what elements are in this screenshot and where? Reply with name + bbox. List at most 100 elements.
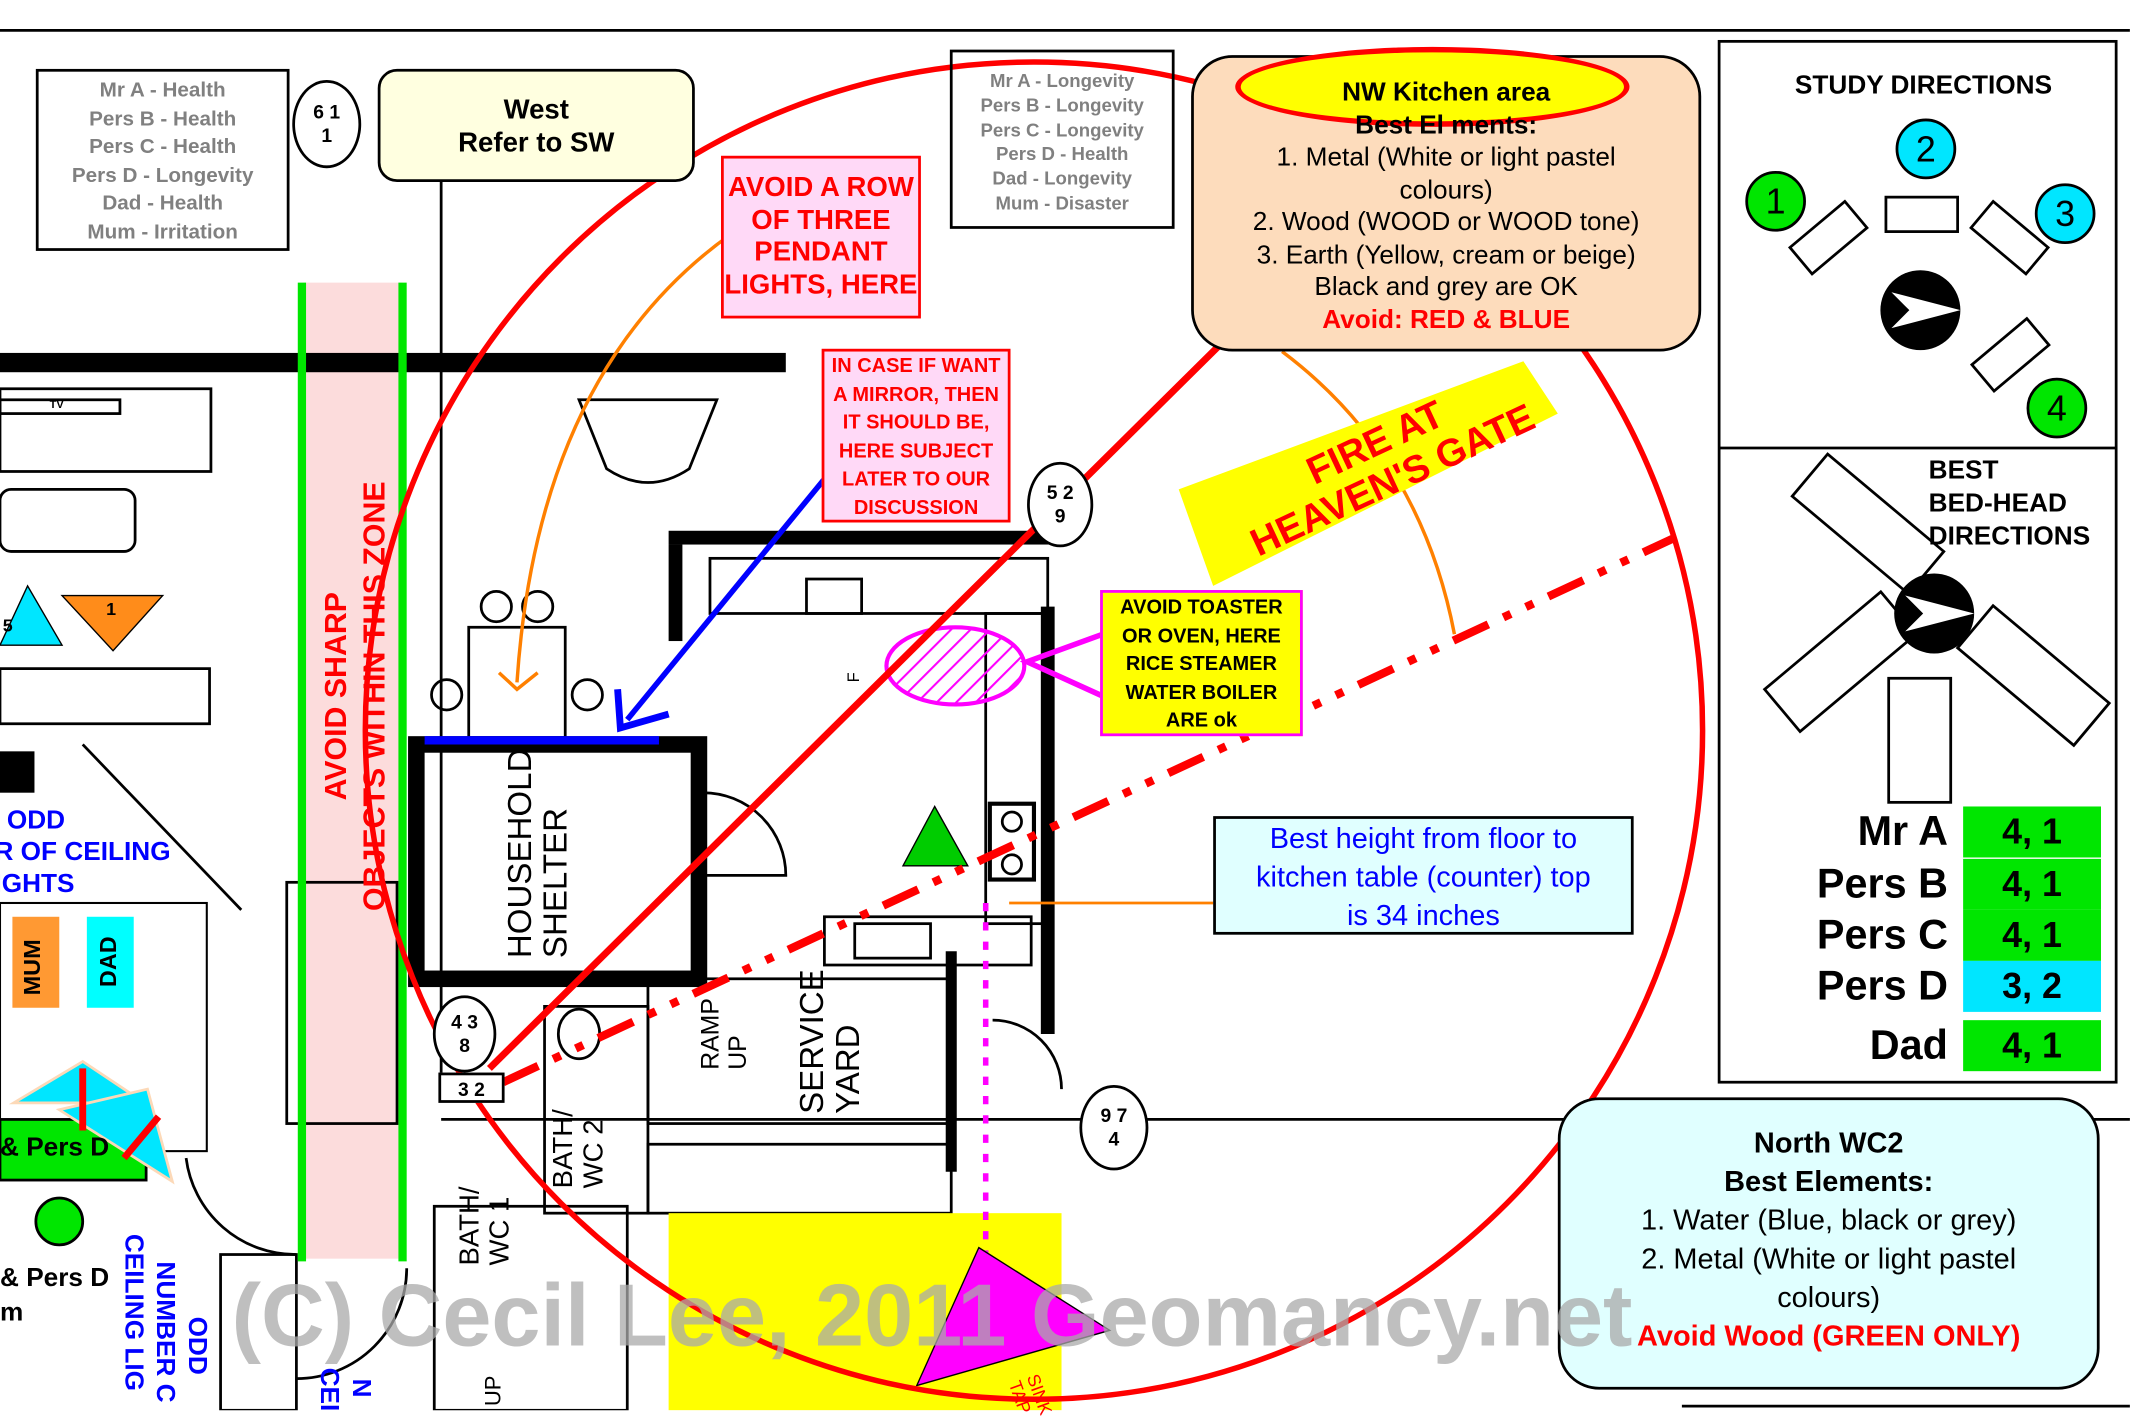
wall — [0, 751, 35, 793]
sofa-seats — [0, 667, 211, 726]
room-label: HOUSEHOLD — [501, 748, 540, 959]
list-item: Mr A - Longevity — [989, 70, 1135, 91]
note-line: Best height from floor to — [1269, 823, 1578, 855]
circle-bottom: 1 — [321, 124, 333, 147]
arrowhead — [497, 671, 539, 692]
note-line: ARE ok — [1165, 709, 1237, 733]
zone-label-line: OBJECTS WITHIN THIS ZONE — [357, 481, 392, 912]
wc2-line: colours) — [1777, 1282, 1881, 1314]
wc2-title: North WC2 — [1753, 1127, 1904, 1160]
bed-icon — [1955, 603, 2112, 748]
counter — [708, 556, 1050, 615]
sharp-objects-zone-label: AVOID SHARP OBJECTS WITHIN THIS ZONE — [317, 462, 394, 931]
list-item: Mum - Disaster — [995, 192, 1129, 214]
note-line: IT SHOULD BE, — [842, 412, 990, 435]
arrowhead — [614, 689, 670, 733]
bedhead-person: Pers D — [1816, 963, 1948, 1010]
desk-icon — [1969, 199, 2051, 276]
west-box: West Refer to SW — [377, 68, 695, 182]
pendant-arrow — [515, 232, 732, 683]
bedhead-person: Mr A — [1857, 809, 1948, 855]
pers-d-label: & Pers D — [0, 1264, 110, 1294]
bedhead-direction-value: 3, 2 — [1963, 960, 2101, 1012]
bedhead-title-line: BED-HEAD — [1928, 489, 2067, 519]
note-line: LIGHTS, HERE — [724, 269, 918, 300]
study-number-1: 1 — [1745, 170, 1806, 232]
kitchen-line: Black and grey are OK — [1314, 272, 1578, 302]
study-directions-title: STUDY DIRECTIONS — [1794, 71, 2053, 101]
height-note: Best height from floor to kitchen table … — [1213, 816, 1634, 935]
fire-banner-bg — [1178, 361, 1558, 586]
note-line: is 34 inches — [1346, 900, 1500, 932]
dad-label-box — [86, 916, 134, 1008]
door-line — [81, 743, 243, 911]
list-item: Pers B - Longevity — [980, 94, 1144, 116]
tv — [0, 398, 122, 415]
magenta-arrow — [915, 1246, 1112, 1387]
note-line: DISCUSSION — [853, 496, 979, 520]
dining-table — [467, 625, 567, 739]
bedhead-person: Pers C — [1816, 912, 1948, 959]
circle-top: 6 1 — [313, 100, 341, 123]
study-number-4: 4 — [2026, 377, 2088, 439]
sharp-object-zone — [303, 282, 403, 1259]
door-swing — [184, 1157, 297, 1256]
odd-ceiling-lights-note: ODD R OF CEILING IGHTS — [0, 805, 171, 900]
list-item: Dad - Health — [102, 191, 223, 216]
chair — [521, 590, 555, 624]
legend-panel-frame — [1717, 39, 2118, 1084]
sink — [805, 577, 864, 615]
elements-list-box: Mr A - Health Pers B - Health Pers C - H… — [35, 68, 290, 251]
room-label: BATH/ — [454, 1186, 486, 1266]
floor-plan-stage: Mr A - Health Pers B - Health Pers C - H… — [0, 28, 2130, 1418]
bedhead-direction-value: 4, 1 — [1963, 909, 2101, 961]
kitchen-line: 1. Metal (White or light pastel — [1276, 143, 1616, 173]
kitchen-line: 3. Earth (Yellow, cream or beige) — [1256, 240, 1636, 270]
green-circle-marker — [34, 1196, 85, 1247]
list-item: Mr A - Health — [99, 78, 226, 103]
vertical-note: NUMBER C — [150, 1261, 180, 1403]
west-title: West — [503, 95, 569, 126]
desk-icon — [1969, 316, 2051, 394]
bedhead-direction-value: 4, 1 — [1963, 1020, 2101, 1072]
wardrobe — [285, 880, 399, 1125]
copyright-watermark: (C) Cecil Lee, 2011 Geomancy.net — [231, 1265, 1633, 1365]
vertical-note: N — [346, 1378, 375, 1398]
tv-cabinet — [0, 387, 213, 473]
green-triangle-marker — [901, 805, 969, 867]
circle-bottom: 8 — [459, 1033, 470, 1057]
triangle-label: 1 — [106, 598, 117, 619]
toaster-arrow — [1019, 631, 1105, 699]
note-line: R OF CEILING — [0, 838, 171, 868]
laundry-sink — [853, 922, 932, 960]
note-line: ODD — [6, 806, 66, 836]
note-line: OR OVEN, HERE — [1122, 625, 1281, 648]
bedhead-title: BEST BED-HEAD DIRECTIONS — [1929, 455, 2091, 554]
chair — [570, 678, 604, 712]
study-number-2: 2 — [1895, 118, 1957, 180]
note-line: A MIRROR, THEN — [833, 383, 999, 406]
room-label: WC 1 — [485, 1196, 516, 1266]
toaster-zone — [884, 625, 1027, 707]
bath-wc2 — [543, 1004, 650, 1215]
wc2-line: 1. Water (Blue, black or grey) — [1640, 1204, 2017, 1237]
note-line: IGHTS — [0, 869, 75, 899]
pers-d-label: & Pers D — [0, 1133, 110, 1163]
wall — [668, 544, 683, 642]
vertical-note: ODD — [181, 1316, 211, 1375]
bed-icon — [1790, 452, 1946, 596]
room-label: WC 2 — [579, 1119, 610, 1189]
mirror-arrow — [625, 473, 830, 722]
vertical-note: CEILING LIG — [118, 1233, 148, 1392]
note-line: AVOID TOASTER — [1120, 596, 1283, 619]
note-line: WATER BOILER — [1125, 681, 1278, 704]
bedhead-person: Dad — [1869, 1022, 1948, 1069]
stove — [987, 801, 1037, 882]
wc2-avoid: Avoid Wood (GREEN ONLY) — [1637, 1320, 2021, 1353]
room-label: SERVICE — [794, 969, 832, 1114]
steps — [646, 1142, 953, 1215]
up-label: UP — [482, 1375, 506, 1407]
